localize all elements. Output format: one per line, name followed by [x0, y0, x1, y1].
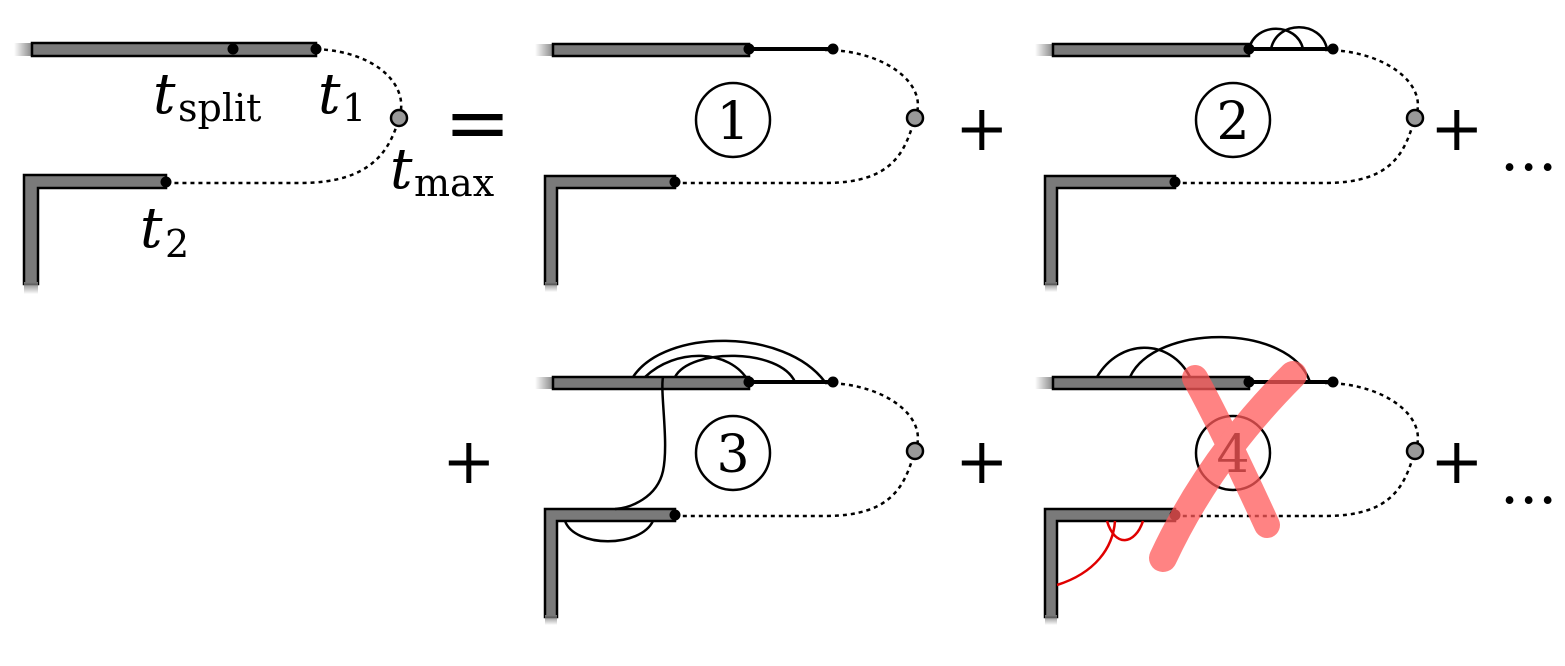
term-2-number: 2 [1216, 92, 1249, 152]
plus-sign-5: + [1430, 425, 1484, 499]
plus-sign-1: + [955, 92, 1009, 166]
term-3-number: 3 [716, 425, 749, 485]
ellipsis-2: ... [1500, 448, 1557, 518]
label-t1-sub: 1 [342, 86, 366, 130]
plus-sign-3: + [442, 425, 496, 499]
equals-sign: = [444, 76, 511, 169]
plus-sign-2: + [1430, 92, 1484, 166]
label-t-max-base: t [390, 137, 413, 202]
label-t-max: t max [390, 137, 494, 205]
lhs-contour [14, 41, 409, 294]
label-t2-sub: 2 [165, 222, 189, 266]
label-t1: t 1 [318, 62, 366, 130]
label-t-split-base: t [153, 62, 176, 127]
term-4: 4 [1033, 335, 1425, 627]
plus-sign-4: + [955, 425, 1009, 499]
label-t2-base: t [140, 196, 163, 261]
label-t-max-sub: max [414, 161, 494, 205]
term-2: 2 [1033, 26, 1425, 294]
term-1-number: 1 [716, 92, 749, 152]
cross-out-mark [1149, 361, 1307, 572]
label-t-split: t split [153, 62, 261, 130]
ellipsis-1: ... [1500, 115, 1557, 185]
term-1: 1 [533, 42, 925, 294]
forbidden-red-line [1056, 520, 1117, 587]
label-t-split-sub: split [178, 86, 261, 130]
label-t1-base: t [318, 62, 341, 127]
term-3: 3 [533, 339, 925, 627]
label-t2: t 2 [140, 196, 189, 266]
